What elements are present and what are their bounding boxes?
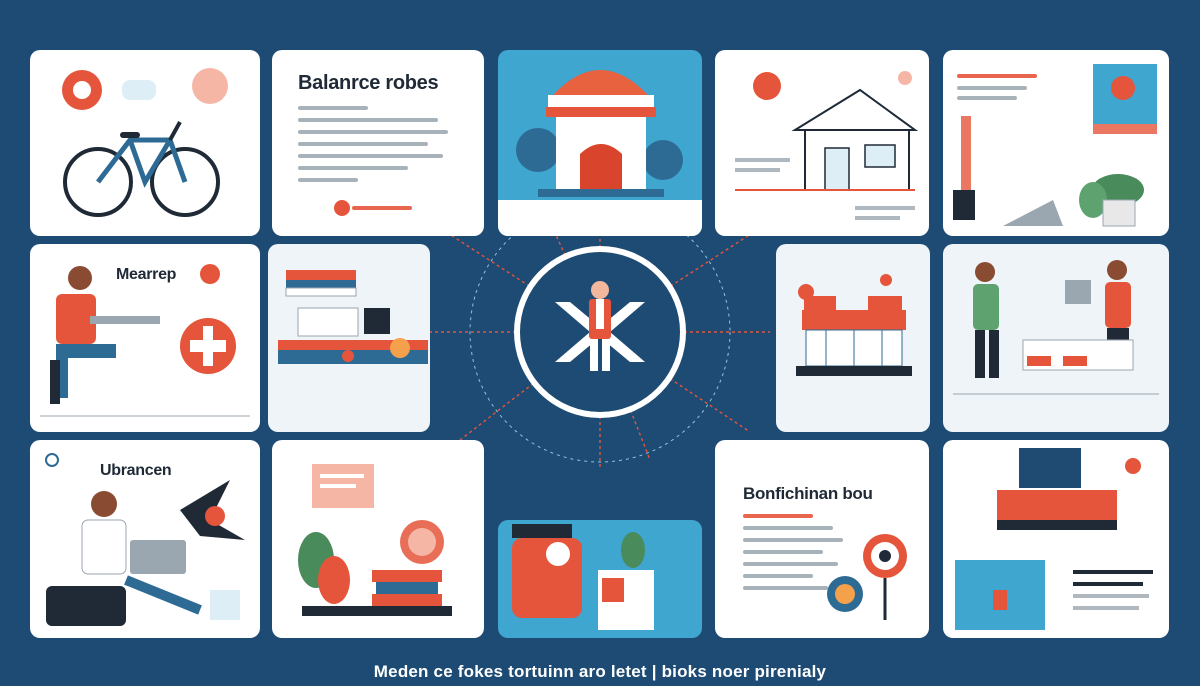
card-plant <box>943 50 1169 236</box>
card-mearrep-title: Mearrep <box>116 266 177 283</box>
card-bottom-right <box>943 440 1169 638</box>
card-factory <box>776 244 930 432</box>
card-bicycle <box>30 50 260 236</box>
bicycle-icon <box>62 68 228 217</box>
card-mearrep: Mearrep <box>30 244 260 432</box>
card-desk <box>268 244 430 432</box>
laptop-person-icon <box>45 453 245 626</box>
card-temple <box>498 50 702 236</box>
card-ubrancen: Ubrancen <box>30 440 260 638</box>
card-person <box>498 520 702 638</box>
meeting-icon <box>953 260 1159 395</box>
workstation-icon <box>955 448 1153 630</box>
person-icon <box>555 281 645 371</box>
temple-icon <box>498 70 702 236</box>
factory-icon <box>796 274 912 376</box>
card-bonfichinan-title: Bonfichinan bou <box>743 484 873 503</box>
card-ubrancen-title: Ubrancen <box>100 462 172 479</box>
card-meeting <box>943 244 1169 432</box>
card-house <box>715 50 929 236</box>
books-icon <box>298 464 452 616</box>
house-icon <box>735 71 919 220</box>
card-balance-title: Balanrce robes <box>298 72 439 94</box>
plant-icon <box>953 64 1157 227</box>
card-bonfichinan: Bonfichinan bou <box>715 440 929 638</box>
card-books <box>272 440 484 638</box>
desk-icon <box>278 270 428 364</box>
center-emblem <box>530 262 670 402</box>
card-balance: Balanrce robes <box>272 50 484 236</box>
working-person-icon <box>40 264 250 417</box>
footer-caption: Meden ce fokes tortuinn aro letet | biok… <box>373 662 827 681</box>
reading-person-icon <box>512 524 654 630</box>
target-icon <box>827 534 907 620</box>
